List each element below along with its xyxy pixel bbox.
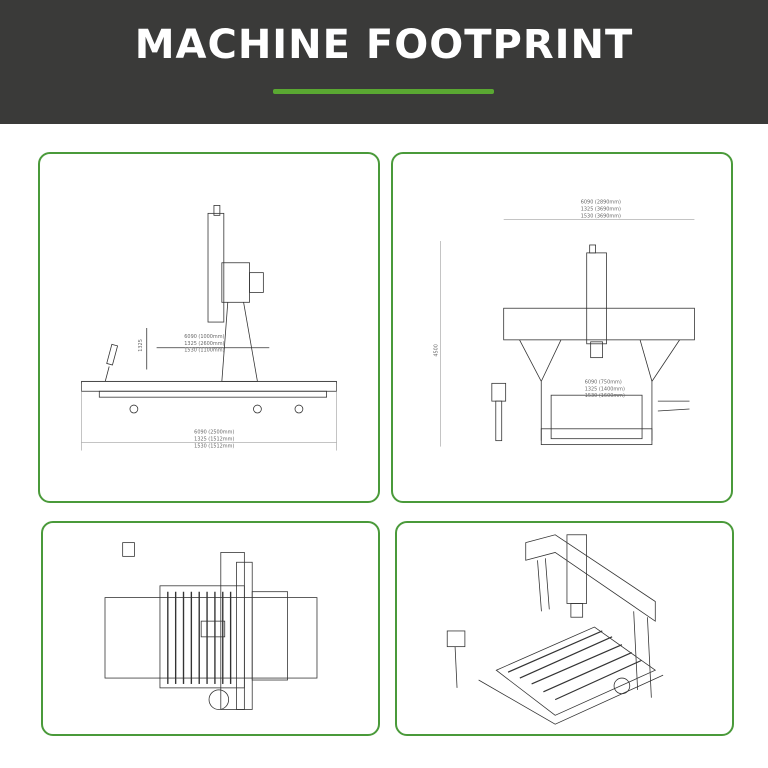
top-view-drawing bbox=[104, 542, 318, 710]
dim-top-2: 1325 (3690mm) bbox=[581, 206, 621, 212]
dim-vertical: 1325 bbox=[138, 339, 144, 352]
front-view-drawing: 6090 (2890mm) 1325 (3690mm) 1530 (3690mm… bbox=[433, 199, 695, 447]
header: MACHINE FOOTPRINT bbox=[0, 0, 768, 124]
page-title: MACHINE FOOTPRINT bbox=[134, 22, 634, 68]
front-view-panel: 6090 (2890mm) 1325 (3690mm) 1530 (3690mm… bbox=[391, 152, 733, 503]
dim-bottom-2: 1325 (1512mm) bbox=[194, 437, 234, 443]
dim-mid-2: 1325 (1400mm) bbox=[585, 386, 625, 392]
side-view-panel: 6090 (1000mm) 1325 (2600mm) 1530 (1100mm… bbox=[38, 152, 380, 503]
dim-vertical: 4500 bbox=[433, 344, 439, 357]
dim-mid-3: 1530 (1600mm) bbox=[585, 393, 625, 399]
side-view-drawing: 6090 (1000mm) 1325 (2600mm) 1530 (1100mm… bbox=[81, 205, 337, 451]
top-view-panel bbox=[41, 521, 380, 736]
dim-top-2: 1325 (2600mm) bbox=[184, 341, 224, 347]
isometric-view-panel bbox=[395, 521, 734, 736]
dim-top-1: 6090 (2890mm) bbox=[581, 199, 621, 205]
dim-mid-1: 6090 (750mm) bbox=[585, 379, 622, 385]
title-underline bbox=[273, 89, 494, 94]
dim-top-3: 1530 (1100mm) bbox=[184, 348, 224, 354]
dim-top-3: 1530 (3690mm) bbox=[581, 213, 621, 219]
dim-bottom-3: 1530 (1512mm) bbox=[194, 444, 234, 450]
dim-bottom-1: 6090 (2500mm) bbox=[194, 430, 234, 436]
isometric-view-drawing bbox=[446, 534, 664, 725]
dim-top-1: 6090 (1000mm) bbox=[184, 334, 224, 340]
